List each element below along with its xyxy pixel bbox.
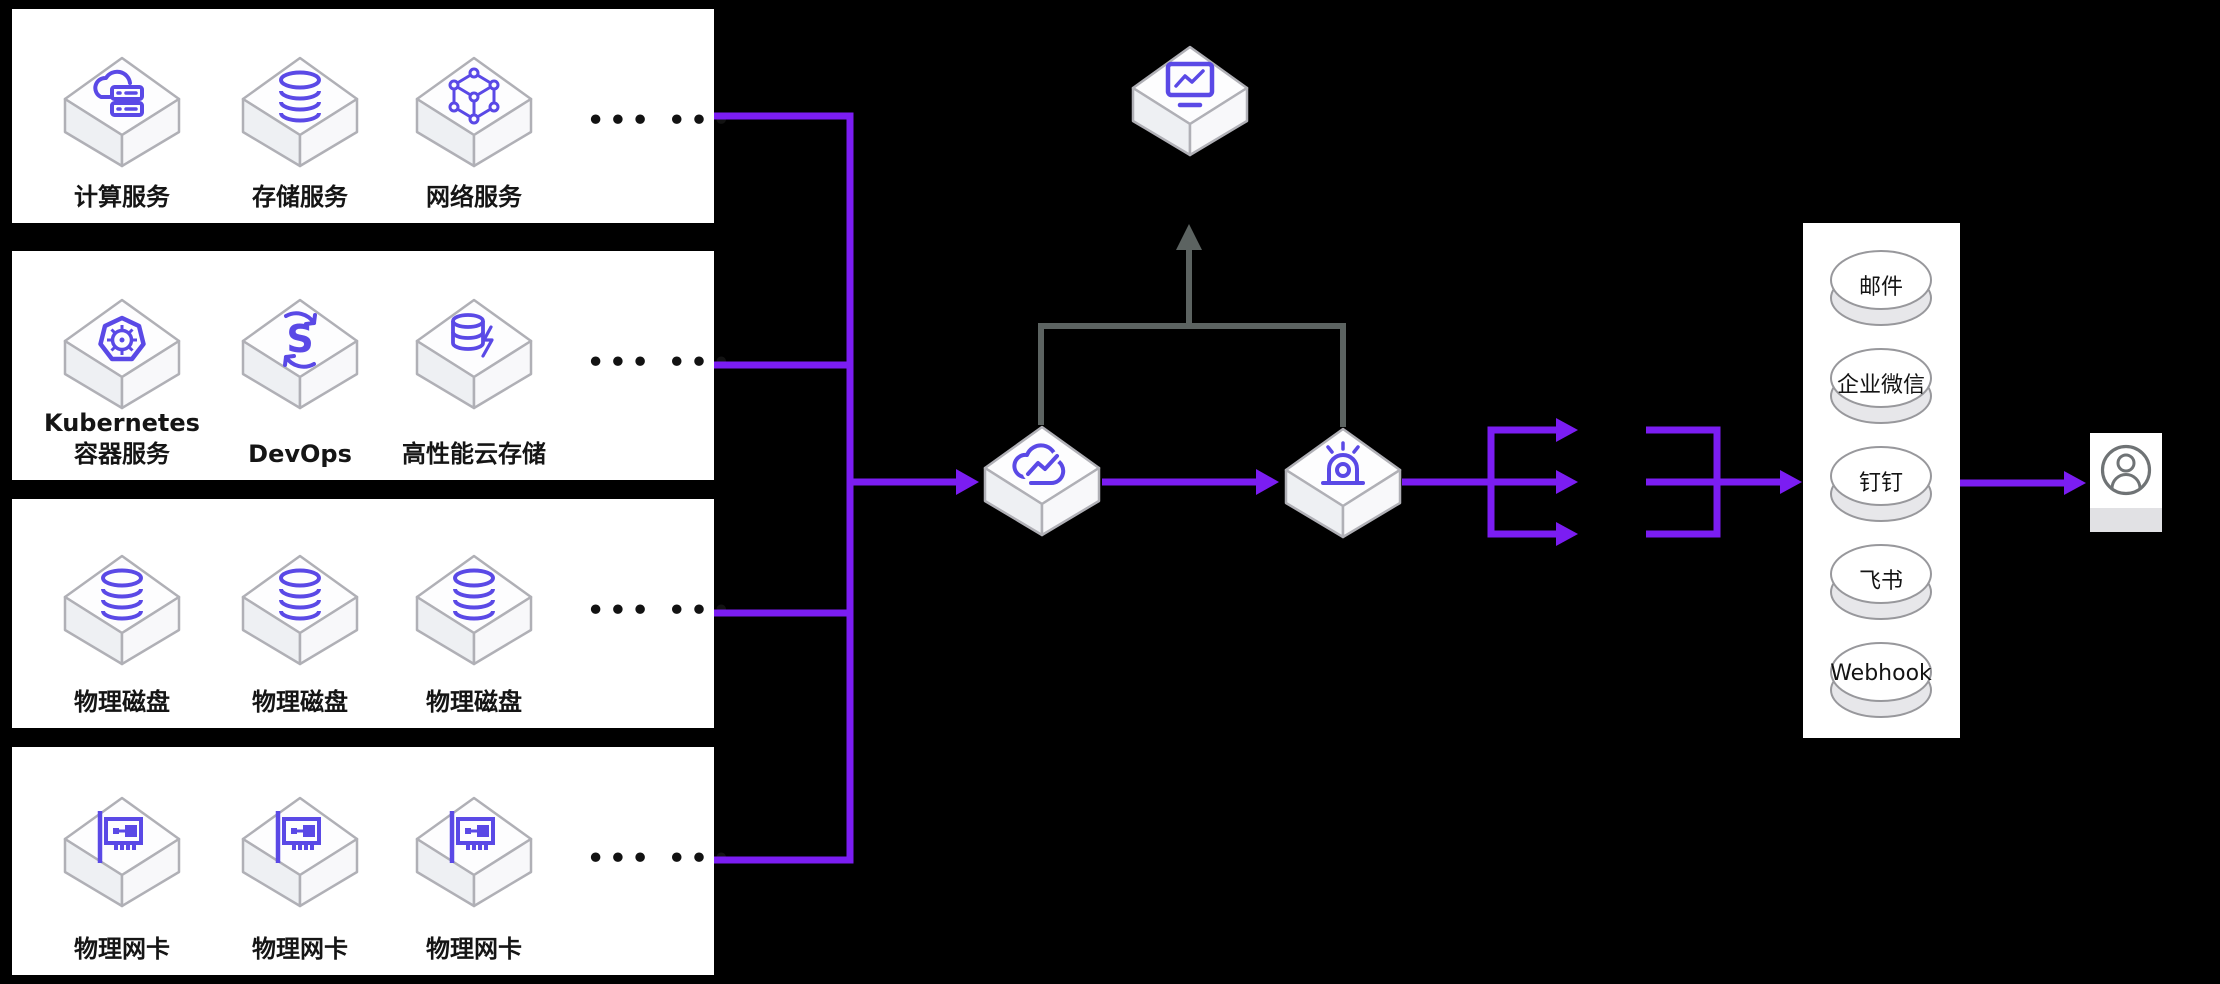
node-label: 物理磁盘 [74,688,170,716]
channel-label: 企业微信 [1836,373,1925,398]
dashboard-monitor-node [1130,44,1250,158]
service-node-cloud-storage: 高性能云存储 [384,251,564,480]
service-node-nic: 物理网卡 [384,747,564,975]
service-node-devops: DevOps [210,251,390,480]
channel-email: 邮件 [1829,243,1933,331]
service-node-nic: 物理网卡 [210,747,390,975]
channel-feishu: 飞书 [1829,537,1933,625]
nic-icon [63,796,181,908]
alarm-node [1283,426,1403,540]
nic-icon [415,796,533,908]
channel-dingtalk: 钉钉 [1829,439,1933,527]
group-physical-disks: 物理磁盘 物理磁盘 物理磁盘 ••• ••• [12,499,730,728]
service-node-network: 网络服务 [384,9,564,223]
node-label: 网络服务 [426,183,522,211]
channel-webhook: Webhook [1829,635,1933,723]
cloud-storage-icon [415,298,533,410]
alarm-siren-icon [1284,427,1402,539]
channel-label: 钉钉 [1858,471,1903,496]
cloud-server-icon [63,56,181,168]
gray-up-arrowhead [1176,224,1202,250]
database-icon [241,56,359,168]
network-icon [415,56,533,168]
node-label: 存储服务 [252,183,348,211]
channel-label: 飞书 [1858,569,1903,594]
channel-label: Webhook [1830,661,1932,686]
node-label: 物理磁盘 [426,688,522,716]
service-node-disk: 物理磁盘 [32,499,212,728]
node-label: DevOps [248,440,352,468]
service-node-disk: 物理磁盘 [384,499,564,728]
gray-monitor-connector [1038,248,1346,427]
cloud-monitor-icon [983,425,1101,537]
disk-icon [415,554,533,666]
node-label: 物理网卡 [74,935,170,963]
service-node-nic: 物理网卡 [32,747,212,975]
nic-icon [241,796,359,908]
more-services-dots: ••• ••• [587,347,735,378]
kubernetes-icon [63,298,181,410]
more-services-dots: ••• ••• [587,843,735,874]
service-node-storage: 存储服务 [210,9,390,223]
channel-wecom: 企业微信 [1829,341,1933,429]
service-node-compute: 计算服务 [32,9,212,223]
node-label: 高性能云存储 [402,440,546,468]
node-label: 物理磁盘 [252,688,348,716]
cloud-monitor-node [982,424,1102,538]
disk-icon [241,554,359,666]
user-icon [2100,444,2152,496]
card-base [2090,508,2162,532]
node-label: 计算服务 [74,183,170,211]
more-services-dots: ••• ••• [587,105,735,136]
group-cloud-services: 计算服务 存储服务 网络服务 ••• ••• [12,9,730,223]
dashboard-monitor-icon [1131,45,1249,157]
channel-label: 邮件 [1858,275,1903,300]
devops-icon [241,298,359,410]
more-services-dots: ••• ••• [587,595,735,626]
node-label: 物理网卡 [252,935,348,963]
disk-icon [63,554,181,666]
node-label: 物理网卡 [426,935,522,963]
notification-channels-panel: 邮件 企业微信 钉钉 飞书 Webhook [1803,223,1960,738]
group-physical-nics: 物理网卡 物理网卡 物理网卡 ••• ••• [12,747,730,975]
service-node-disk: 物理磁盘 [210,499,390,728]
recipient-user-card [2090,433,2162,532]
